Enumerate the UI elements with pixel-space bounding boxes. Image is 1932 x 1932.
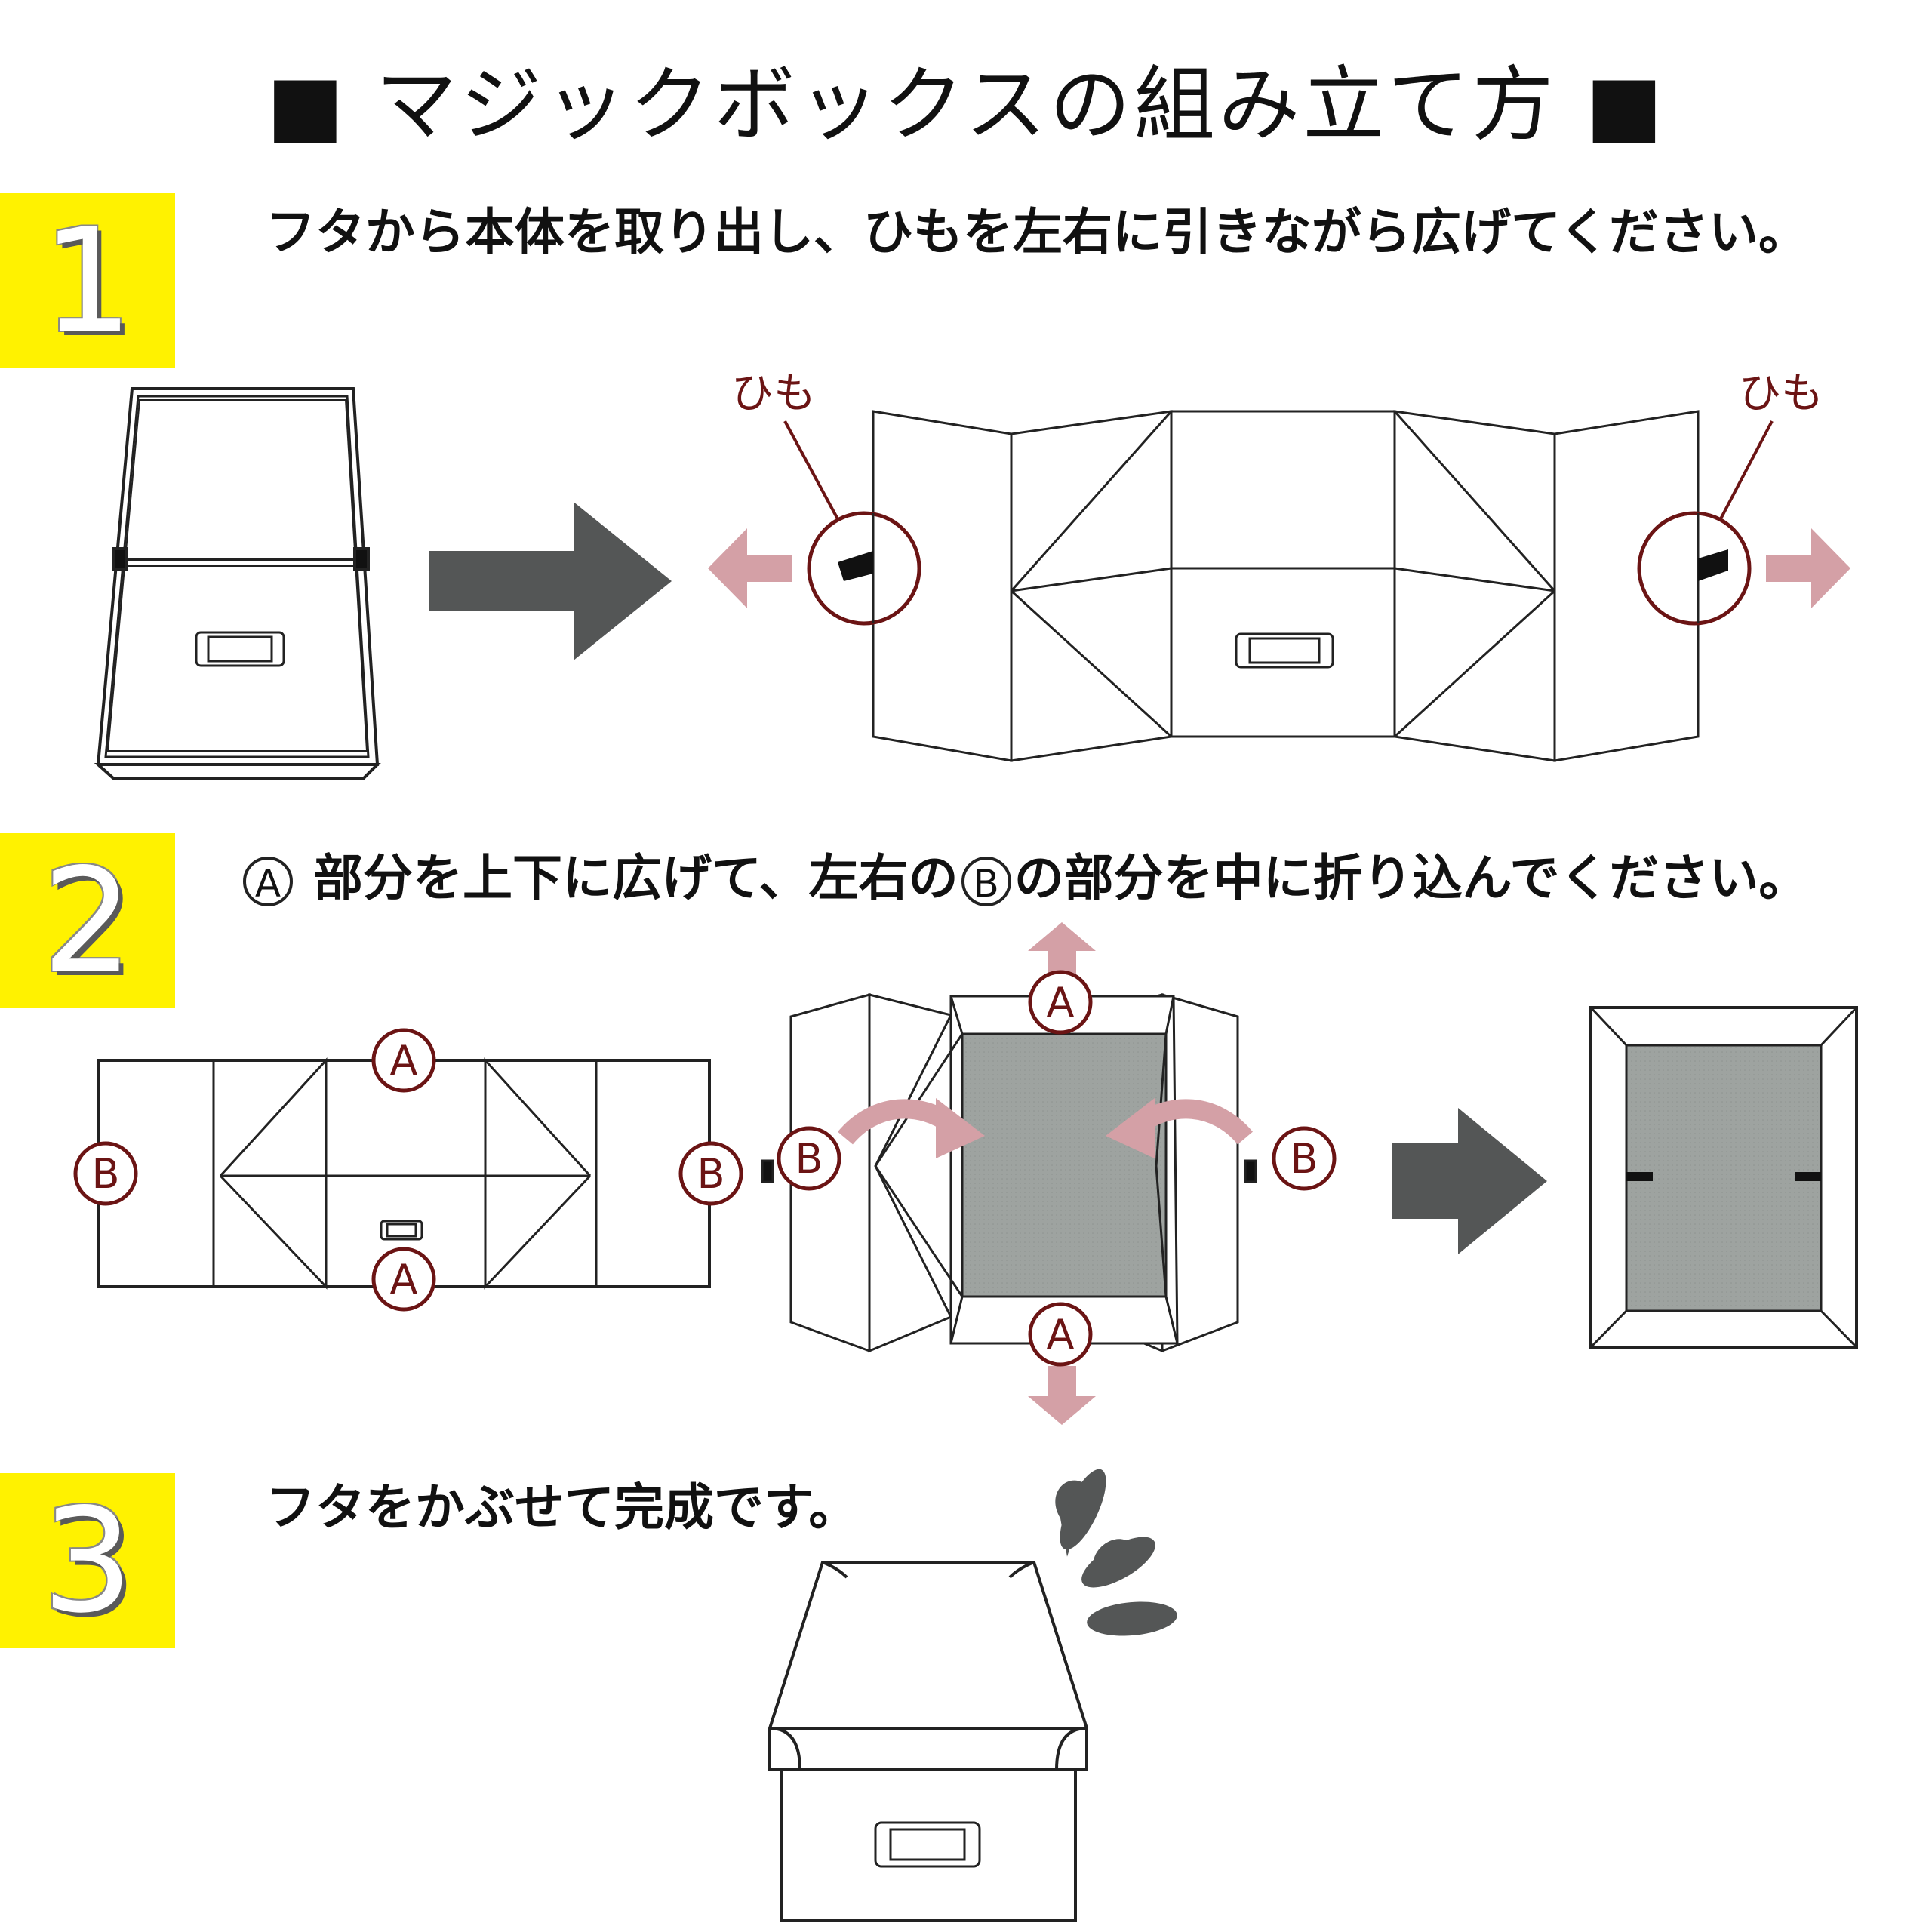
- label-b-flat-left: B: [91, 1150, 119, 1198]
- fold-in-left-arrow-icon: [838, 1099, 957, 1145]
- label-a-flat-bottom: A: [390, 1256, 418, 1303]
- string-label-left: ひも: [731, 369, 816, 418]
- finished-tray: [1589, 1006, 1858, 1349]
- fold-in-left-arrow-head: [936, 1098, 985, 1158]
- label-b-fold-right: B: [1290, 1135, 1318, 1183]
- pull-right-arrow-icon: [1766, 528, 1850, 608]
- fold-in-right-arrow-head: [1106, 1098, 1155, 1158]
- step-2-badge: 2: [0, 833, 175, 1008]
- label-a-flat-top: A: [390, 1037, 418, 1084]
- completed-box: [768, 1561, 1088, 1922]
- string-detail-right: [1637, 420, 1774, 626]
- label-b-fold-left: B: [795, 1135, 823, 1183]
- string-label-right: ひも: [1739, 369, 1823, 418]
- label-b-flat-right: B: [697, 1150, 724, 1198]
- dark-arrow-icon: [429, 502, 672, 660]
- step-3-number: 3: [42, 1477, 134, 1644]
- label-b-inline: B: [961, 856, 1011, 906]
- spread-down-arrow-icon: [1028, 1366, 1096, 1425]
- label-a-fold-bottom: A: [1047, 1311, 1075, 1358]
- folded-box: [94, 387, 381, 780]
- pull-left-arrow-icon: [708, 528, 792, 608]
- step-3-instruction: フタをかぶせて完成です。: [266, 1478, 859, 1537]
- spread-up-arrow-icon: [1028, 922, 1096, 981]
- done-burst-icon: [1055, 1469, 1177, 1636]
- page-title: ■ マジックボックスの組み立て方 ■: [266, 58, 1666, 152]
- step-3-badge: 3: [0, 1473, 175, 1648]
- unfolded-box: [872, 410, 1700, 762]
- step-1-badge: 1: [0, 193, 175, 368]
- step-2-number: 2: [42, 837, 134, 1004]
- string-detail-left: [783, 420, 921, 626]
- step-1-number: 1: [42, 197, 134, 365]
- dark-arrow-2-icon: [1392, 1108, 1547, 1254]
- label-a-fold-top: A: [1047, 979, 1075, 1026]
- step-1-instruction: フタから本体を取り出し、ひもを左右に引きながら広げてください。: [266, 203, 1809, 261]
- label-circles: [73, 970, 1337, 1367]
- label-a-inline: A: [243, 856, 293, 906]
- folding-view: [761, 993, 1257, 1353]
